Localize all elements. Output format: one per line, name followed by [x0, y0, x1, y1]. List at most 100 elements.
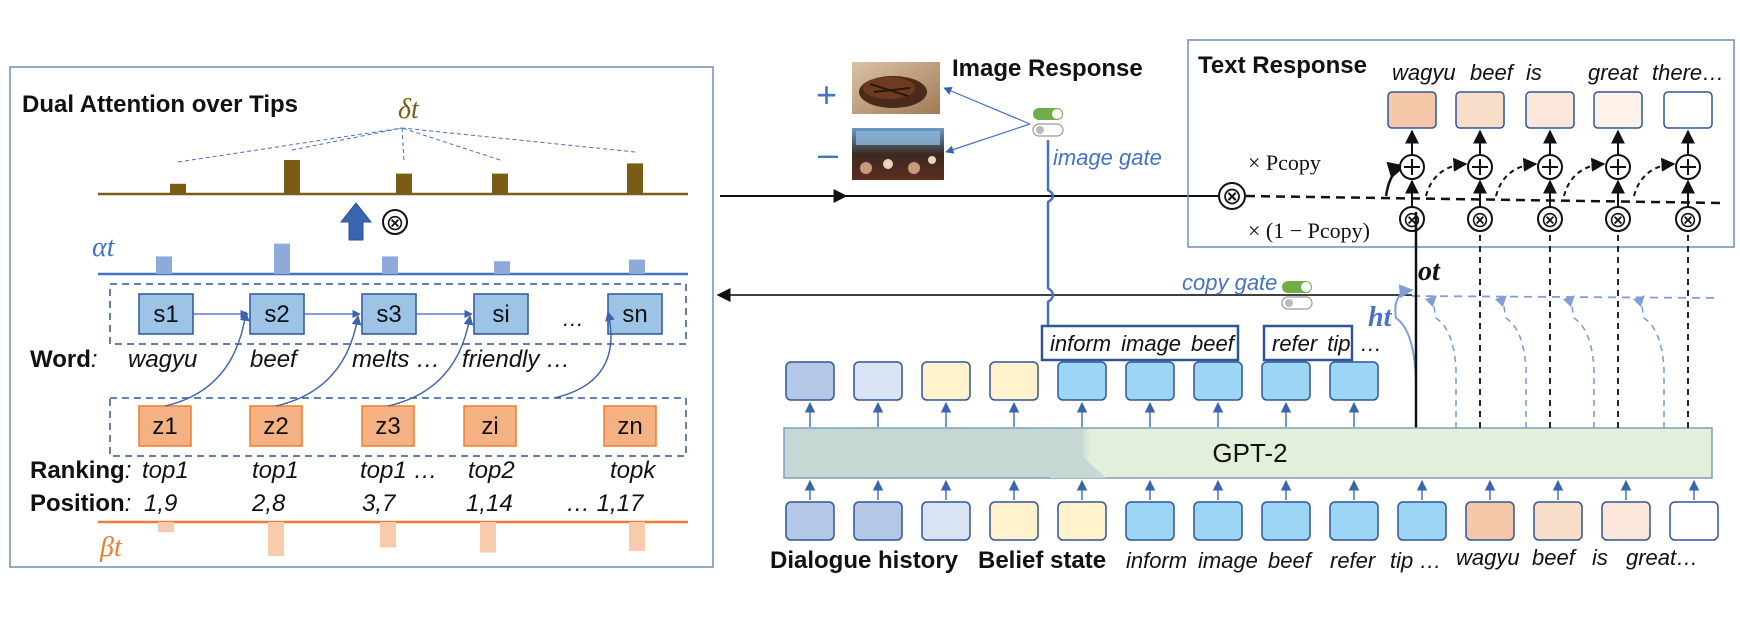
hidden-state-box-1	[785, 361, 835, 401]
output-token-box-4	[1593, 91, 1643, 129]
otimes-left: ⊗	[386, 210, 404, 235]
input-tip: tip …	[1390, 548, 1441, 573]
input-dialogue-history: Dialogue history	[770, 547, 959, 574]
z-node-label-1: z1	[152, 413, 177, 440]
input-belief-state: Belief state	[978, 547, 1106, 574]
z-node-label-3: z3	[375, 413, 400, 440]
ranking-row-label: Ranking:	[30, 457, 131, 484]
z-to-s-arrow-1	[164, 311, 250, 407]
beta-bar-4	[480, 522, 496, 553]
otimes-col-2: ⊗	[1471, 207, 1489, 232]
hidden-state-box-8	[1261, 361, 1311, 401]
z-to-s-arrows	[164, 311, 615, 407]
input-is: is	[1592, 545, 1608, 570]
alpha-bar-3	[382, 256, 398, 274]
otimes-col-3: ⊗	[1541, 207, 1559, 232]
dashed-copy-line	[1245, 194, 1723, 205]
input-token-box-4	[989, 501, 1039, 541]
copy-curve-2	[1425, 157, 1468, 197]
s-node-box-6	[607, 293, 663, 335]
alpha-label: αt	[92, 232, 116, 263]
position-4: 1,14	[466, 490, 513, 517]
input-token-box-13	[1601, 501, 1651, 541]
z-to-s-arrow-4	[553, 311, 615, 399]
z-node-box-5	[603, 405, 657, 447]
s-node-label-3: s3	[376, 301, 401, 328]
s-node-box-1	[138, 293, 194, 335]
input-token-box-3	[921, 501, 971, 541]
image-response-title: Image Response	[952, 55, 1143, 82]
output-token-box-5	[1663, 91, 1713, 129]
z-to-s-arrow-2	[275, 315, 362, 407]
input-token-box-5	[1057, 501, 1107, 541]
gpt2-block	[783, 427, 1713, 479]
z-node-label-4: zi	[481, 413, 498, 440]
output-token-3: is	[1526, 60, 1542, 85]
hidden-state-boxes	[785, 361, 1379, 427]
beta-bars	[158, 522, 645, 556]
hidden-state-box-7	[1193, 361, 1243, 401]
word-4: friendly …	[462, 346, 570, 373]
output-token-box-2	[1455, 91, 1505, 129]
beta-bar-3	[380, 522, 396, 548]
hidden-state-box-5	[1057, 361, 1107, 401]
hidden-state-box-2	[853, 361, 903, 401]
hidden-state-box-3	[921, 361, 971, 401]
ranking-3: top1 …	[360, 457, 437, 484]
input-token-boxes	[785, 479, 1719, 541]
delta-bar-4	[492, 173, 508, 194]
z-node-box-4	[463, 405, 517, 447]
output-token-2: beef	[1470, 60, 1516, 85]
p-copy-label: × Pcopy	[1248, 150, 1321, 175]
restaurant-image	[852, 128, 944, 180]
input-token-box-11	[1465, 501, 1515, 541]
input-image: image	[1198, 548, 1258, 573]
selected-box-refer-tip	[1262, 324, 1354, 362]
input-wagyu: wagyu	[1456, 545, 1520, 570]
delta-bars	[170, 160, 643, 194]
input-great: great…	[1626, 545, 1698, 570]
s-node-ellipsis: …	[562, 306, 584, 331]
hidden-state-box-6	[1125, 361, 1175, 401]
gpt2-diagonal	[1050, 428, 1106, 478]
position-row-label: Position:	[30, 490, 131, 517]
dual-attention-panel	[9, 66, 714, 568]
alpha-bar-4	[494, 261, 510, 274]
input-refer: refer	[1330, 548, 1377, 573]
delta-label: δt	[398, 94, 420, 125]
image-gate-line	[1046, 140, 1055, 326]
otimes-col-1: ⊗	[1403, 207, 1421, 232]
input-token-box-9	[1329, 501, 1379, 541]
position-5: … 1,17	[566, 490, 645, 517]
copy-gate-dashed-line	[1411, 295, 1721, 299]
ranking-4: top2	[468, 457, 515, 484]
z-node-box-1	[138, 405, 192, 447]
copy-gate-dashed-curve-3	[1494, 295, 1527, 428]
plus-sign: +	[816, 74, 837, 115]
alpha-bar-2	[274, 243, 290, 274]
delta-bar-3	[396, 173, 412, 194]
delta-bar-5	[627, 163, 643, 194]
upward-arrow-icon	[339, 202, 373, 241]
copy-gate-toggle-icon	[1281, 281, 1313, 310]
otimes-main: ⊗	[1222, 183, 1242, 210]
one-minus-p-copy-label: × (1 − Pcopy)	[1248, 218, 1370, 243]
beta-bar-5	[629, 522, 645, 551]
input-token-box-8	[1261, 501, 1311, 541]
copy-gate-dashed-curve-4	[1562, 295, 1595, 428]
copy-curve-5	[1633, 157, 1676, 197]
selected-box-inform-image-beef	[1040, 324, 1240, 362]
z-node-box-2	[249, 405, 303, 447]
input-inform: inform	[1126, 548, 1187, 573]
word-1: wagyu	[128, 346, 197, 373]
position-1: 1,9	[144, 490, 177, 517]
output-token-box-1	[1387, 91, 1437, 129]
copy-columns: ⊗⊗⊗⊗⊗	[1399, 129, 1701, 232]
